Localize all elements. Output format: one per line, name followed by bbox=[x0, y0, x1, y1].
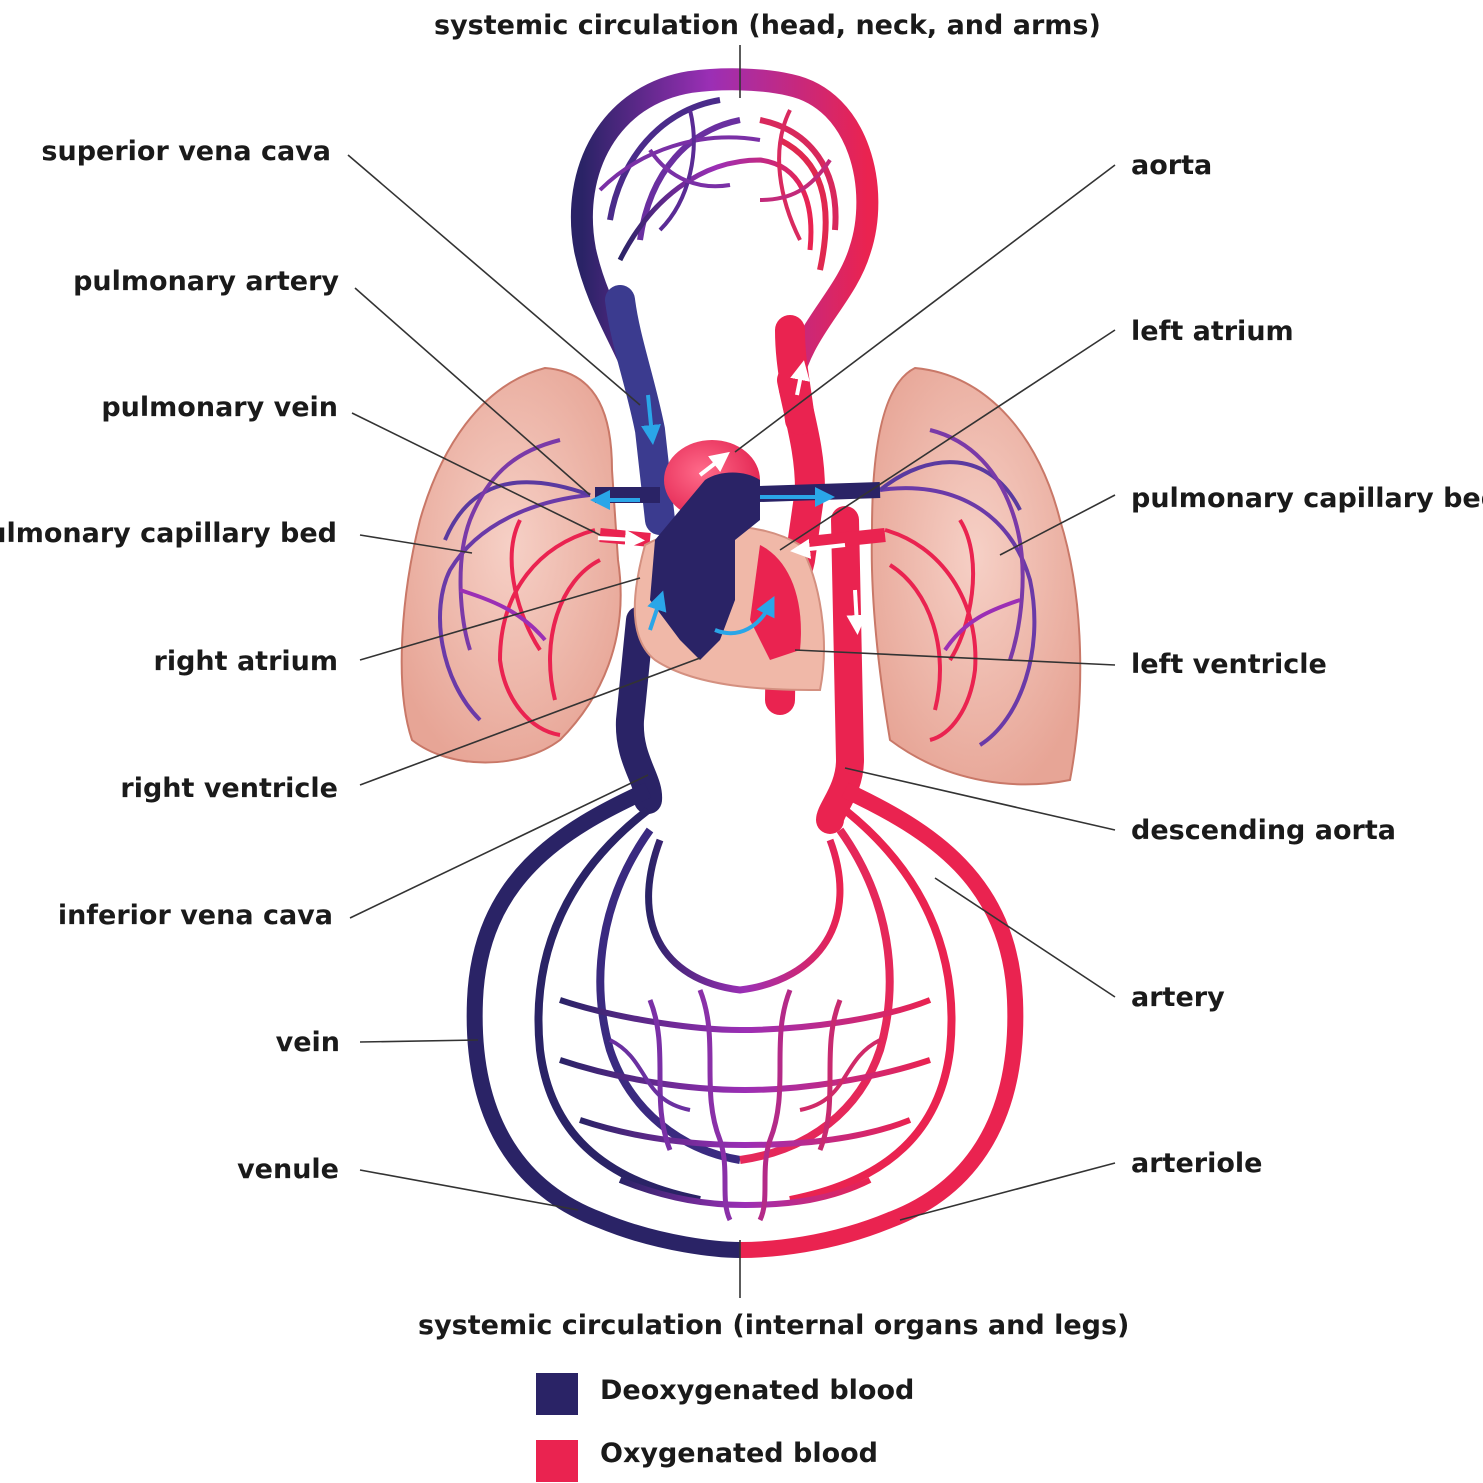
label-left-ventricle: left ventricle bbox=[1131, 651, 1327, 678]
legend-label-oxygenated: Oxygenated blood bbox=[600, 1440, 878, 1467]
flow-arrow-pv-left bbox=[598, 538, 635, 540]
label-left-atrium: left atrium bbox=[1131, 318, 1294, 345]
leader-vein bbox=[360, 1040, 478, 1042]
label-vein: vein bbox=[276, 1029, 340, 1056]
label-pulmonary-artery: pulmonary artery bbox=[73, 268, 339, 295]
label-pulmonary-capillary-bed-right: pulmonary capillary bed bbox=[1131, 485, 1483, 512]
leader-artery bbox=[935, 878, 1115, 997]
flow-arrow-desc-aorta bbox=[855, 590, 857, 625]
legend-label-deoxygenated: Deoxygenated blood bbox=[600, 1377, 914, 1404]
label-descending-aorta: descending aorta bbox=[1131, 817, 1396, 844]
label-superior-vena-cava: superior vena cava bbox=[41, 138, 331, 165]
label-inferior-vena-cava: inferior vena cava bbox=[58, 902, 333, 929]
label-top-systemic: systemic circulation (head, neck, and ar… bbox=[434, 12, 1101, 39]
legend-swatch-oxygenated bbox=[536, 1440, 578, 1482]
pulmonary-vein-right bbox=[790, 535, 885, 545]
descending-aorta-vessel bbox=[830, 520, 850, 820]
label-right-atrium: right atrium bbox=[154, 648, 338, 675]
label-venule: venule bbox=[237, 1156, 339, 1183]
lower-systemic-loop bbox=[475, 790, 1016, 1250]
label-pulmonary-capillary-bed-left: pulmonary capillary bed bbox=[0, 520, 337, 547]
label-artery: artery bbox=[1131, 984, 1225, 1011]
label-pulmonary-vein: pulmonary vein bbox=[101, 394, 338, 421]
label-arteriole: arteriole bbox=[1131, 1150, 1262, 1177]
label-bottom-systemic: systemic circulation (internal organs an… bbox=[418, 1312, 1129, 1339]
label-aorta: aorta bbox=[1131, 152, 1212, 179]
legend-swatch-deoxygenated bbox=[536, 1373, 578, 1415]
label-right-ventricle: right ventricle bbox=[120, 775, 338, 802]
